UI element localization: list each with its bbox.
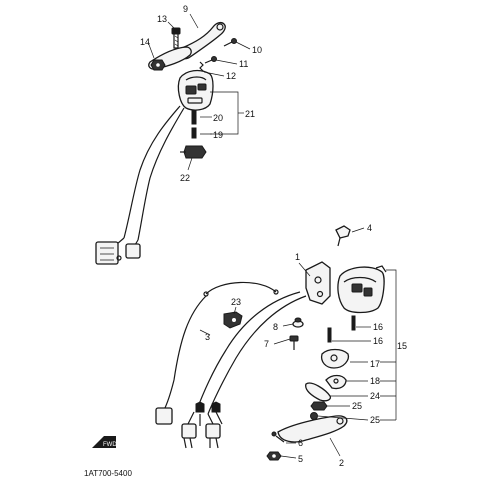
wiring-harness-upper [95,105,185,265]
screw-part-7 [289,335,299,350]
callout-15: 15 [397,341,407,351]
callout-1: 1 [295,252,300,262]
screw-part-16-a [351,315,356,331]
callout-25-upper: 22 [180,173,190,183]
screw-part-24 [191,109,197,125]
bolt-part-13 [171,27,181,49]
callout-25-lower: 23 [231,297,241,307]
screw-part-16-b [327,327,332,343]
screw-part-20 [310,412,318,420]
callout-6: 6 [298,438,303,448]
callout-7: 7 [264,339,269,349]
handlebar-switch-upper [177,69,214,111]
callout-18: 24 [370,391,380,401]
washer-part-14 [150,59,166,71]
callout-19: 18 [370,376,380,386]
callout-24: 20 [213,113,223,123]
cam-part-19 [325,374,347,390]
callout-13: 13 [157,14,167,24]
callout-4: 4 [367,223,372,233]
screw-part-11 [204,56,217,64]
callout-11: 11 [239,59,248,69]
switch-part-18 [305,382,332,402]
screw-part-10 [223,38,237,47]
callout-2: 2 [339,458,344,468]
callout-22: 21 [245,109,255,119]
lever-part-2 [277,415,348,443]
callout-14: 14 [140,37,150,47]
leader-lines-upper [147,13,251,171]
callout-21: 25 [352,401,362,411]
washer-part-21 [310,401,328,411]
screw-part-4 [335,225,351,247]
bracket-part-1 [305,261,331,305]
screw-part-6 [271,431,285,443]
callout-23: 19 [213,130,223,140]
nut-part-5 [266,451,282,461]
callout-16-b: 16 [373,336,383,346]
callout-10: 10 [252,45,262,55]
callout-3: 3 [205,332,210,342]
lever-holder-part-17 [320,348,350,369]
callout-8: 8 [273,322,278,332]
washer-part-8 [292,317,304,328]
wire-part-3 [163,281,307,415]
connectors-lower [155,401,223,449]
callout-9: 9 [183,4,188,14]
clamp-part-25-upper [180,145,207,159]
svg-text:FWD: FWD [103,442,117,448]
callout-5: 5 [298,454,303,464]
diagram-code: 1AT700-5400 [84,469,132,478]
screw-part-23 [191,127,197,139]
leader-lines-lower [199,227,397,459]
callout-12: 12 [226,71,236,81]
forward-direction-marker: FWD [92,436,117,448]
handlebar-switch-lower [337,265,387,314]
callout-17: 17 [370,359,380,369]
callout-20: 25 [370,415,380,425]
callout-16-a: 16 [373,322,383,332]
clamp-part-25-lower [223,311,243,329]
